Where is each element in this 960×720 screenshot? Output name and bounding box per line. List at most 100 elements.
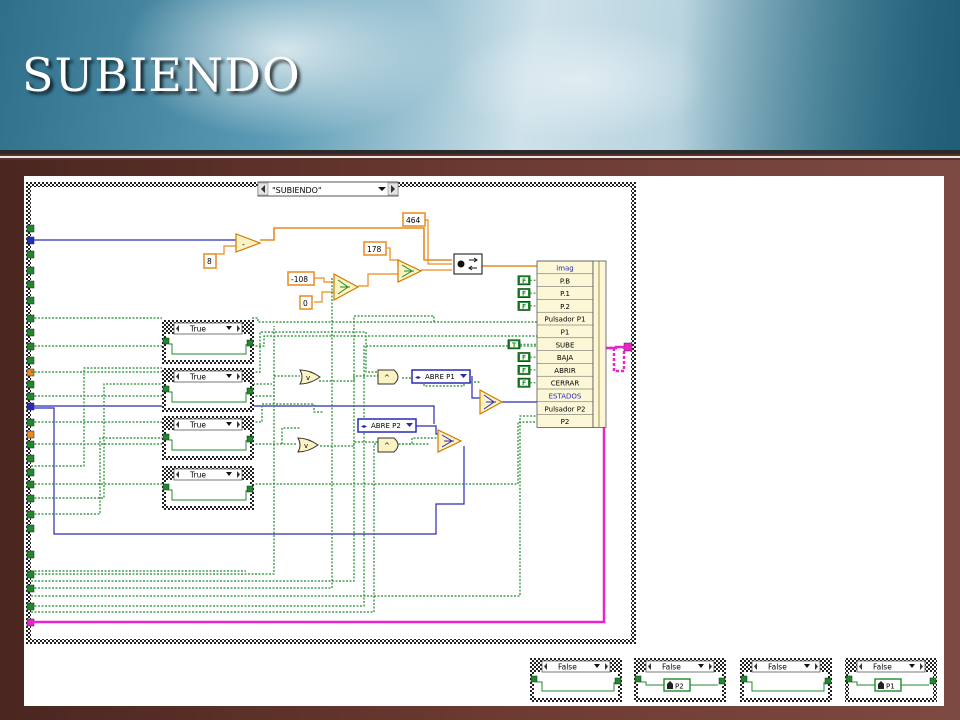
left-tunnel[interactable] xyxy=(26,584,35,593)
left-tunnel[interactable] xyxy=(26,440,35,449)
increment-arrow-icon[interactable] xyxy=(237,325,240,332)
case-selector-tunnel[interactable] xyxy=(162,385,170,393)
block-diagram-area: "SUBIENDO" xyxy=(24,176,944,706)
and-gate-2[interactable]: ^ xyxy=(377,437,399,453)
case-selector-tunnel[interactable] xyxy=(162,433,170,441)
constant-178[interactable]: 178 xyxy=(363,241,387,256)
inner-case-label: True xyxy=(189,421,206,430)
image-property-node[interactable] xyxy=(453,253,483,275)
decrement-arrow-icon[interactable] xyxy=(176,421,179,428)
left-tunnel[interactable] xyxy=(26,510,35,519)
case-dropdown-icon[interactable] xyxy=(226,326,232,330)
enum-abre-p2[interactable]: ◂▸ ABRE P2 xyxy=(357,418,417,433)
bundle-field-label: P.1 xyxy=(560,290,570,298)
and-gate-1[interactable]: ^ xyxy=(377,369,399,385)
output-tunnel[interactable] xyxy=(246,387,254,395)
main-case-structure[interactable] xyxy=(26,182,636,644)
left-tunnel[interactable] xyxy=(26,602,35,611)
left-tunnel[interactable] xyxy=(26,550,35,559)
select-node-3[interactable] xyxy=(479,388,504,416)
case-dropdown-icon[interactable] xyxy=(226,472,232,476)
svg-text:0: 0 xyxy=(303,299,308,308)
left-tunnel[interactable] xyxy=(26,280,35,289)
output-tunnel[interactable] xyxy=(246,435,254,443)
left-tunnel[interactable] xyxy=(26,314,35,323)
inner-case-selector[interactable] xyxy=(173,370,243,383)
inner-wire xyxy=(169,343,247,355)
case-dropdown-icon[interactable] xyxy=(226,422,232,426)
left-tunnel[interactable] xyxy=(26,418,35,427)
inner-case-selector[interactable] xyxy=(173,418,243,431)
output-tunnel[interactable] xyxy=(246,339,254,347)
left-tunnel[interactable] xyxy=(26,380,35,389)
select-node-4[interactable] xyxy=(437,429,463,453)
enum-dropdown-icon[interactable] xyxy=(460,374,467,378)
enum-dropdown-icon-2[interactable] xyxy=(406,423,413,427)
boolean-constant[interactable]: T xyxy=(507,339,521,350)
case-dropdown-icon[interactable] xyxy=(226,374,232,378)
inner-case-structure[interactable]: True xyxy=(162,416,254,460)
constant-0[interactable]: 0 xyxy=(299,295,313,310)
increment-arrow-icon[interactable] xyxy=(237,421,240,428)
svg-text:-108: -108 xyxy=(291,275,308,284)
left-tunnel[interactable] xyxy=(26,250,35,259)
increment-arrow-icon[interactable] xyxy=(237,471,240,478)
boolean-constant[interactable]: F xyxy=(517,377,531,388)
left-tunnel[interactable] xyxy=(26,570,35,579)
increment-arrow-icon[interactable] xyxy=(237,373,240,380)
decrement-arrow-icon[interactable] xyxy=(261,185,265,193)
or-glyph: v xyxy=(306,374,310,382)
left-tunnel[interactable] xyxy=(26,392,35,401)
decrement-arrow-icon[interactable] xyxy=(176,373,179,380)
decrement-arrow-icon[interactable] xyxy=(176,325,179,332)
left-tunnel[interactable] xyxy=(26,368,35,377)
case-selector[interactable]: "SUBIENDO" xyxy=(257,181,399,197)
enum-abre-p1[interactable]: ◂▸ ABRE P1 xyxy=(411,369,471,384)
left-tunnel[interactable] xyxy=(26,356,35,365)
subtract-node[interactable]: - xyxy=(235,233,262,253)
bundle-field-label: P2 xyxy=(561,418,570,426)
left-tunnel[interactable] xyxy=(26,468,35,477)
boolean-constant[interactable]: F xyxy=(517,364,531,375)
left-tunnel[interactable] xyxy=(26,430,35,439)
svg-text:ABRE P2: ABRE P2 xyxy=(371,422,401,430)
inner-case-structure[interactable]: True xyxy=(162,320,254,364)
boolean-constant[interactable]: F xyxy=(517,352,531,363)
select-node-2[interactable] xyxy=(397,259,423,283)
boolean-constant[interactable]: F xyxy=(517,288,531,298)
left-tunnel[interactable] xyxy=(26,342,35,351)
case-dropdown-icon[interactable] xyxy=(378,187,386,191)
decrement-arrow-icon[interactable] xyxy=(176,471,179,478)
svg-text:8: 8 xyxy=(207,257,212,266)
output-tunnel[interactable] xyxy=(246,485,254,493)
case-selector-label: "SUBIENDO" xyxy=(272,186,322,195)
case-selector-tunnel[interactable] xyxy=(162,337,170,345)
boolean-constant[interactable]: F xyxy=(517,275,531,286)
inner-case-selector[interactable] xyxy=(173,322,243,335)
left-tunnel[interactable] xyxy=(26,224,35,233)
select-node-1[interactable] xyxy=(333,272,360,302)
left-tunnel[interactable] xyxy=(26,328,35,337)
bundle-cluster-input[interactable] xyxy=(592,260,607,428)
constant-464[interactable]: 464 xyxy=(402,212,426,227)
inner-case-structure[interactable]: True xyxy=(162,466,254,510)
constant-neg108[interactable]: -108 xyxy=(287,271,315,286)
left-tunnel[interactable] xyxy=(26,480,35,489)
or-gate-2[interactable]: v xyxy=(297,437,319,453)
bundle-field-label: ABRIR xyxy=(554,367,576,375)
left-tunnel[interactable] xyxy=(26,454,35,463)
boolean-constant[interactable]: F xyxy=(517,301,531,311)
inner-case-structure[interactable]: True xyxy=(162,368,254,412)
constant-8[interactable]: 8 xyxy=(203,253,217,269)
increment-arrow-icon[interactable] xyxy=(391,185,395,193)
inner-case-selector[interactable] xyxy=(173,468,243,481)
boolean-constant-value: F xyxy=(522,291,526,298)
left-tunnel[interactable] xyxy=(26,524,35,533)
left-tunnel[interactable] xyxy=(26,494,35,503)
left-tunnel[interactable] xyxy=(26,266,35,275)
left-tunnel[interactable] xyxy=(26,296,35,305)
case-selector-tunnel[interactable] xyxy=(162,483,170,491)
boolean-constant-value: F xyxy=(522,303,526,310)
or-gate-1[interactable]: v xyxy=(299,369,321,385)
